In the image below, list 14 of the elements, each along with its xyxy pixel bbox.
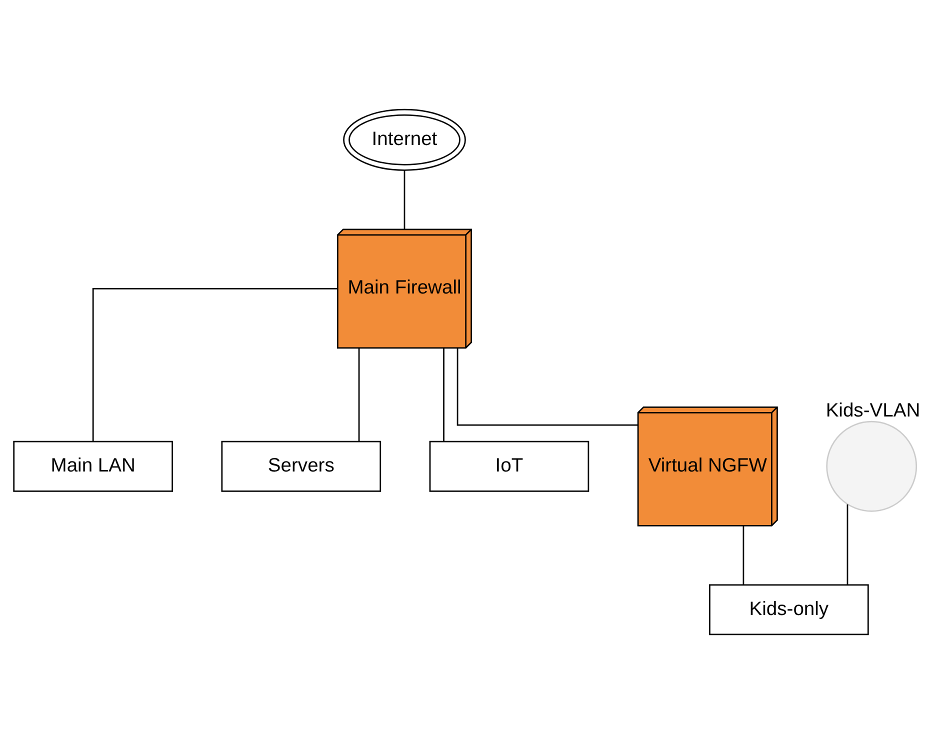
node-box: Kids-only [709, 584, 869, 635]
connector [92, 287, 338, 441]
connector [846, 504, 848, 584]
connector [456, 348, 638, 426]
node-box: Servers [221, 440, 382, 492]
node-picture [826, 420, 918, 512]
node-box: IoT [429, 440, 590, 492]
node-box: Main LAN [13, 440, 173, 492]
connector [404, 170, 406, 229]
connector [443, 348, 444, 441]
node-ellipse: Internet [343, 108, 466, 170]
node-label: Kids-VLAN [826, 400, 920, 421]
connector [742, 525, 744, 584]
connector [358, 348, 360, 441]
